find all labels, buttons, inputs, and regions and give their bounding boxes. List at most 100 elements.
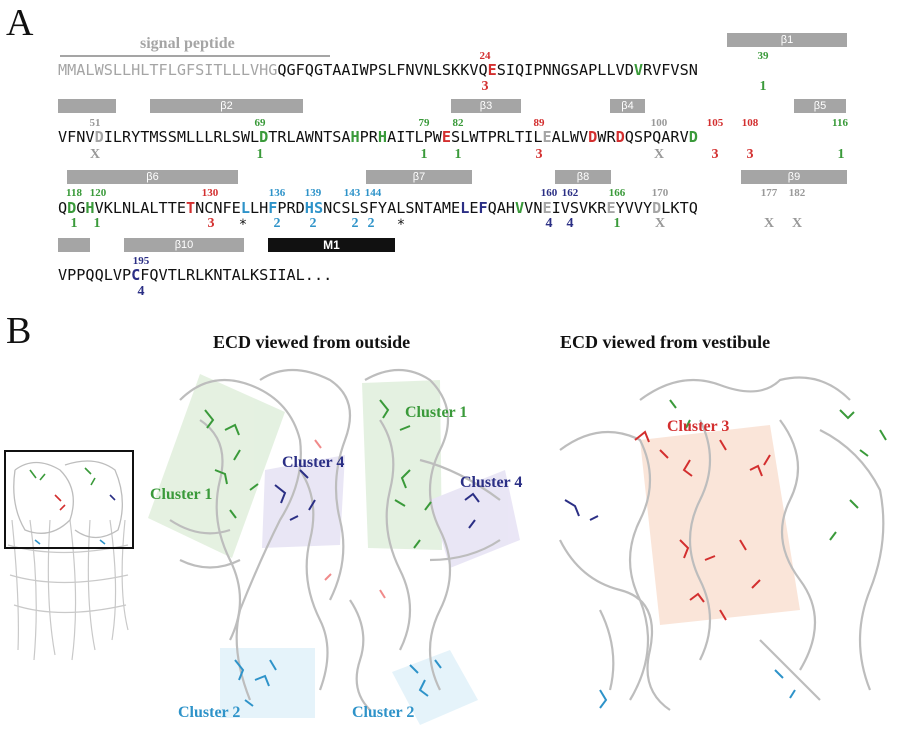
residue: S [313, 199, 324, 217]
residue: L [140, 61, 150, 79]
residue: C [204, 199, 214, 217]
residue: G [176, 61, 186, 79]
strand-b7: β7 [366, 170, 472, 184]
residue: D [259, 128, 269, 146]
sequence-row-4: VPPQQLVPCFQVTLRLKNTALKSIIAL... [58, 266, 332, 284]
residue: Q [478, 61, 488, 79]
cluster-mark-182: X [791, 216, 803, 231]
residue: P [359, 128, 369, 146]
residue: T [423, 199, 433, 217]
residue: N [533, 199, 543, 217]
residue: H [259, 61, 269, 79]
residue: Q [624, 128, 634, 146]
residue: S [405, 199, 415, 217]
residue: I [277, 266, 287, 284]
residue: M [441, 199, 452, 217]
residue: N [213, 266, 223, 284]
residue-number-79: 79 [418, 117, 430, 129]
residue: V [524, 199, 534, 217]
signal-peptide-label: signal peptide [140, 35, 235, 52]
residue: P [67, 266, 77, 284]
residue: I [524, 128, 534, 146]
residue: L [286, 128, 296, 146]
strand-b9: β9 [741, 170, 847, 184]
residue: L [387, 61, 397, 79]
residue: A [579, 61, 589, 79]
residue: N [423, 61, 433, 79]
residue-number-118: 118 [66, 187, 82, 199]
residue: V [414, 61, 424, 79]
cluster-mark-177: X [763, 216, 775, 231]
residue: Y [377, 199, 388, 217]
strand-b9-cont [58, 238, 90, 252]
cluster-mark-69: 1 [256, 147, 264, 162]
residue: L [149, 199, 159, 217]
thumbnail-selection-box [4, 450, 134, 549]
residue: N [195, 199, 205, 217]
residue: T [213, 61, 223, 79]
residue: T [405, 128, 415, 146]
residue: P [368, 61, 378, 79]
residue: L [195, 128, 205, 146]
residue: K [460, 61, 470, 79]
residue: N [323, 199, 333, 217]
residue: T [140, 128, 150, 146]
residue: A [341, 128, 351, 146]
residue: I [268, 266, 278, 284]
cluster-mark-39: 1 [759, 79, 767, 94]
residue: H [505, 199, 516, 217]
residue: W [359, 61, 369, 79]
residue: N [688, 61, 698, 79]
residue: C [131, 266, 141, 284]
residue: T [268, 128, 278, 146]
residue: A [661, 128, 671, 146]
residue: L [240, 199, 250, 217]
residue: S [451, 128, 461, 146]
residue: H [304, 199, 314, 217]
cluster-mark-144: 2 [367, 216, 375, 231]
residue: F [478, 199, 488, 217]
thumbnail-ecd [13, 460, 123, 539]
residue: R [286, 199, 296, 217]
cluster-mark-79: 1 [420, 147, 428, 162]
strand-b4: β4 [610, 99, 645, 113]
residue: T [158, 199, 168, 217]
cluster-label-4-left: Cluster 4 [282, 454, 345, 471]
residue: A [332, 61, 342, 79]
cluster-label-2-left: Cluster 2 [178, 704, 241, 721]
residue-number-100: 100 [650, 117, 668, 129]
residue: L [661, 199, 671, 217]
residue: M [149, 128, 159, 146]
residue: Q [515, 61, 525, 79]
residue: L [222, 128, 232, 146]
residue: S [569, 199, 580, 217]
residue: L [505, 128, 516, 146]
residue: A [140, 199, 150, 217]
residue: L [112, 61, 122, 79]
residue: Q [85, 266, 95, 284]
residue: A [551, 128, 561, 146]
residue: V [670, 61, 680, 79]
residue: Q [149, 266, 159, 284]
cluster-mark-100: X [653, 147, 665, 162]
residue: L [231, 61, 241, 79]
residue: T [323, 128, 333, 146]
residue: A [231, 266, 241, 284]
residue: L [176, 266, 186, 284]
residue: S [377, 61, 388, 79]
residue: A [76, 61, 86, 79]
residue: T [323, 61, 333, 79]
residue: V [85, 128, 95, 146]
residue: L [432, 61, 442, 79]
residue-number-143: 143 [343, 187, 361, 199]
residue: K [670, 199, 680, 217]
residue-number-139: 139 [304, 187, 322, 199]
thumbnail-residues [29, 467, 116, 545]
residue: G [268, 61, 278, 79]
cluster-mark-105: 3 [711, 147, 719, 162]
residue: E [176, 199, 186, 217]
residue: E [606, 199, 616, 217]
residue: R [121, 128, 132, 146]
residue: S [441, 61, 452, 79]
cluster-label-2-right: Cluster 2 [352, 704, 415, 721]
